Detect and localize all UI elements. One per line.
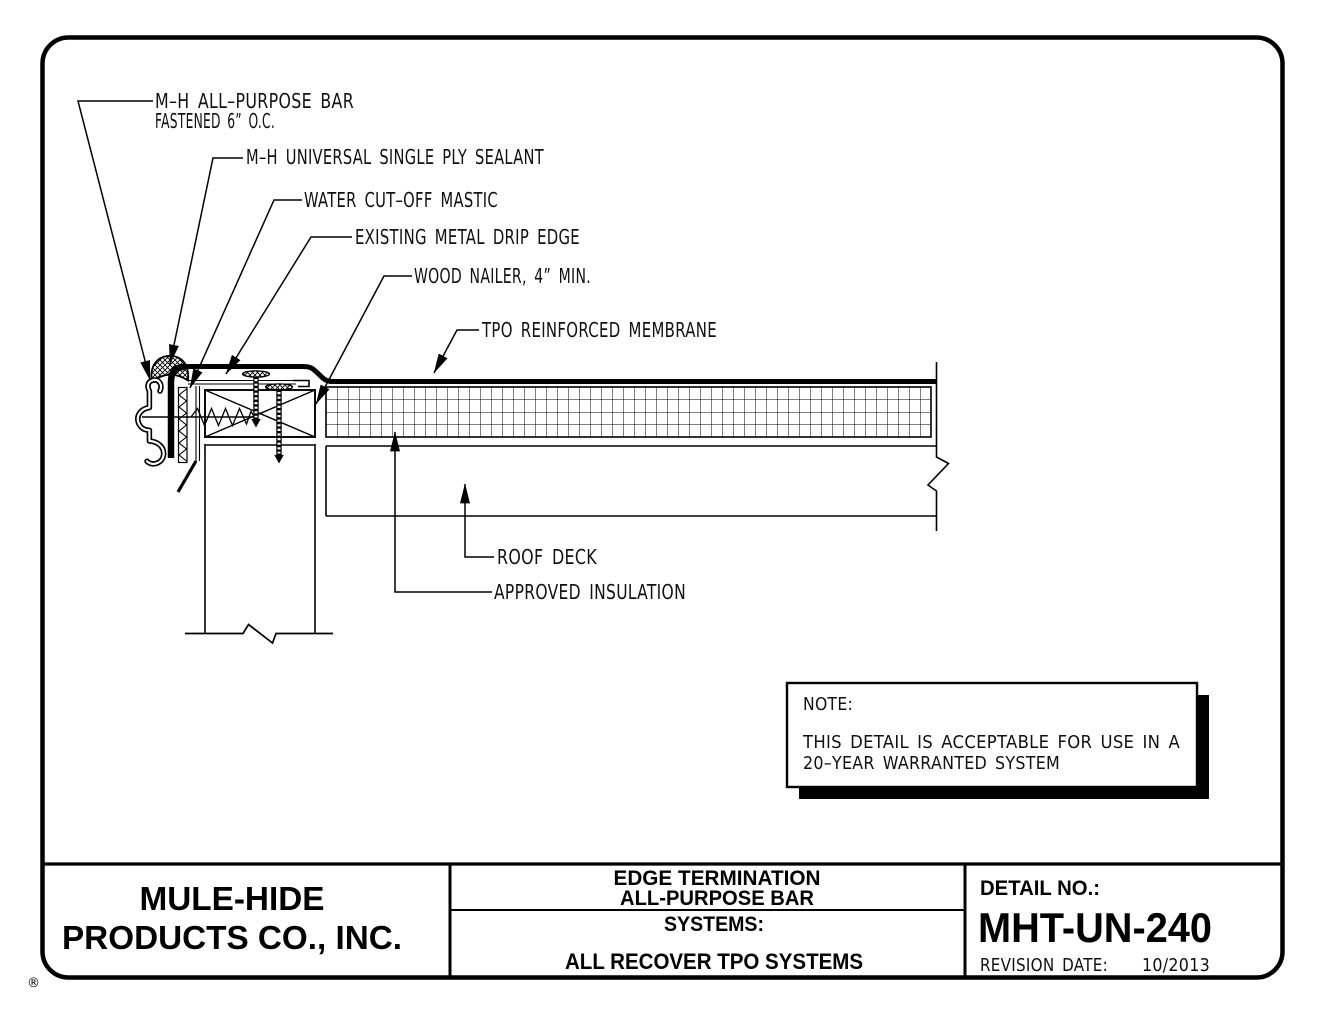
fastener-screw-1 <box>241 370 271 428</box>
registered-mark: ® <box>27 976 40 991</box>
detail-no-value: MHT-UN-240 <box>978 904 1212 951</box>
detail-title-line2: ALL-PURPOSE BAR <box>620 887 814 910</box>
drip-edge-kick <box>176 460 198 493</box>
leader-roof-deck <box>460 483 494 558</box>
note-line1: THIS DETAIL IS ACCEPTABLE FOR USE IN A <box>802 732 1180 753</box>
systems-label: SYSTEMS: <box>664 913 764 936</box>
company-name-line1: MULE-HIDE <box>140 880 325 917</box>
leader-insulation <box>390 431 492 593</box>
callout-mastic: WATER CUT–OFF MASTIC <box>304 188 498 212</box>
revision-date-value: 10/2013 <box>1142 955 1210 976</box>
callout-wood-nailer: WOOD NAILER, 4” MIN. <box>414 264 591 288</box>
leader-sealant <box>169 157 243 365</box>
callout-sealant: M–H UNIVERSAL SINGLE PLY SEALANT <box>246 145 544 169</box>
revision-date-label: REVISION DATE: <box>980 955 1108 976</box>
roof-assembly <box>325 362 950 531</box>
note-line2: 20–YEAR WARRANTED SYSTEM <box>803 753 1060 774</box>
roof-deck-outline <box>325 445 936 517</box>
wall <box>185 444 333 645</box>
leader-all-purpose-bar <box>77 100 153 381</box>
callout-insulation: APPROVED INSULATION <box>494 580 686 604</box>
insulation-layer <box>325 386 932 438</box>
title-block: MULE-HIDE PRODUCTS CO., INC. EDGE TERMIN… <box>42 862 1282 976</box>
wall-break-line <box>185 623 333 645</box>
mastic-strip <box>177 386 188 464</box>
leader-membrane <box>433 329 479 374</box>
systems-value: ALL RECOVER TPO SYSTEMS <box>565 949 863 974</box>
drip-edge-clip <box>293 379 310 388</box>
note-box: NOTE: THIS DETAIL IS ACCEPTABLE FOR USE … <box>785 681 1209 799</box>
callout-roof-deck: ROOF DECK <box>497 545 597 569</box>
fastener-screw-2 <box>264 383 294 464</box>
callout-membrane: TPO REINFORCED MEMBRANE <box>481 318 717 342</box>
detail-no-label: DETAIL NO.: <box>980 877 1100 900</box>
callout-drip-edge: EXISTING METAL DRIP EDGE <box>355 225 580 249</box>
company-name-line2: PRODUCTS CO., INC. <box>62 919 402 956</box>
leader-drip-edge <box>225 236 352 375</box>
leader-lines <box>77 100 494 593</box>
leader-mastic <box>189 199 302 389</box>
bar-fastener <box>142 406 256 428</box>
callout-all-purpose-bar-line1: M–H ALL–PURPOSE BAR <box>155 89 354 113</box>
note-box-frame <box>785 681 1199 789</box>
termination-bar <box>135 377 167 467</box>
section-break-line-right <box>926 362 950 531</box>
drip-edge <box>176 379 310 493</box>
note-title: NOTE: <box>803 694 853 715</box>
callout-all-purpose-bar-line2: FASTENED 6” O.C. <box>155 109 275 133</box>
detail-title-line1: EDGE TERMINATION <box>614 867 821 890</box>
sheet-border <box>40 35 1285 980</box>
leader-wood-nailer <box>315 275 412 405</box>
wood-nailer <box>204 389 316 438</box>
